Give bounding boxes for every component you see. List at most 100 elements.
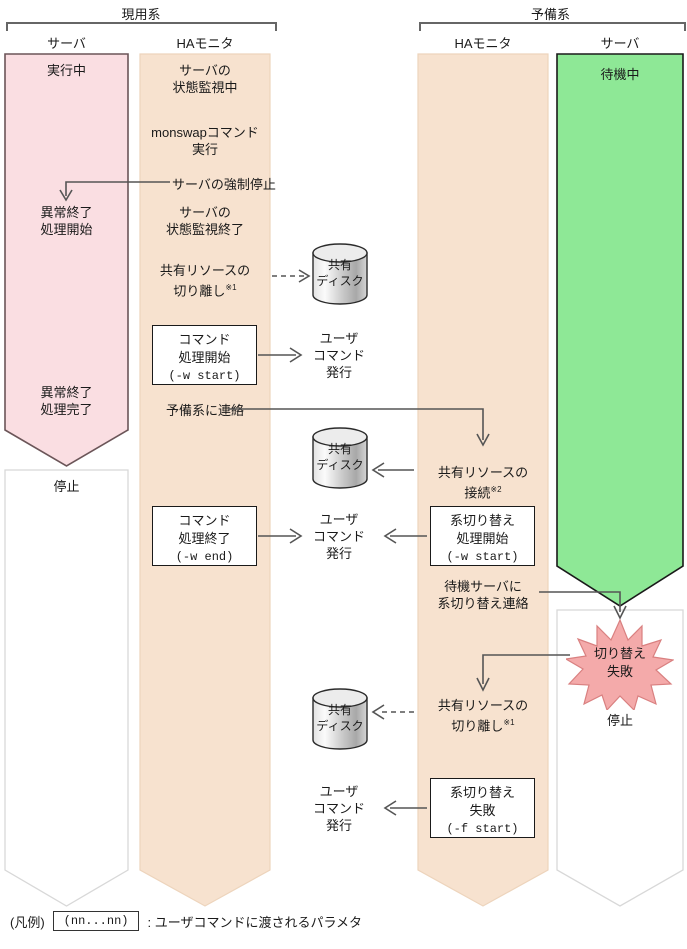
user-command-issue-3-line1: ユーザ bbox=[319, 784, 359, 799]
standby-server-stopped: 停止 bbox=[606, 713, 633, 728]
user-command-issue-3: ユーザ コマンド 発行 bbox=[284, 783, 394, 834]
active-hamonitor-cmd-end-box: コマンド 処理終了 (-w end) bbox=[152, 506, 257, 566]
active-hamonitor-detach-line1: 共有リソースの bbox=[159, 263, 251, 278]
standby-hamonitor-switch-fail-param: (-f start) bbox=[446, 822, 519, 836]
standby-hamonitor-attach-line1: 共有リソースの bbox=[437, 465, 529, 480]
active-server-abend-done-line2: 処理完了 bbox=[40, 402, 93, 417]
active-hamonitor-cmd-end-line1: コマンド bbox=[178, 513, 231, 528]
active-hamonitor-monitoring-line1: サーバの bbox=[179, 63, 231, 78]
active-hamonitor-monitoring-line2: 状態監視中 bbox=[172, 80, 238, 95]
standby-server-band bbox=[556, 53, 684, 607]
star-burst-icon bbox=[564, 618, 675, 712]
arrow-notify-standby-server-head bbox=[613, 605, 627, 620]
standby-hamonitor-switch-fail-box: 系切り替え 失敗 (-f start) bbox=[430, 778, 535, 838]
standby-hamonitor-switch-start-box: 系切り替え 処理開始 (-w start) bbox=[430, 506, 535, 566]
user-command-issue-1-line1: ユーザ bbox=[319, 331, 359, 346]
active-hamonitor-monitor-end-line1: サーバの bbox=[179, 205, 231, 220]
active-hamonitor-monswap-line2: 実行 bbox=[191, 142, 218, 157]
active-hamonitor-cmd-start-line2: 処理開始 bbox=[178, 350, 231, 365]
arrow-force-stop bbox=[65, 181, 170, 196]
shared-disk-3: 共有 ディスク bbox=[311, 688, 369, 750]
lane-label-active-server: サーバ bbox=[47, 36, 86, 51]
legend: (凡例) (nn...nn) : ユーザコマンドに渡されるパラメタ bbox=[10, 911, 362, 931]
group-bracket-standby bbox=[419, 22, 686, 31]
standby-hamonitor-attach-line2: 接続※2 bbox=[418, 481, 548, 501]
active-hamonitor-cmd-end-param: (-w end) bbox=[175, 550, 234, 564]
shared-disk-3-label: 共有 ディスク bbox=[311, 702, 369, 734]
arrow-switch-failure-feedback-head bbox=[476, 677, 490, 692]
active-hamonitor-cmd-start-param: (-w start) bbox=[168, 369, 241, 383]
standby-hamonitor-notify-server-line1: 待機サーバに bbox=[444, 579, 522, 594]
active-server-running: 実行中 bbox=[46, 63, 86, 78]
shared-disk-2: 共有 ディスク bbox=[311, 427, 369, 489]
shared-disk-2-line2: ディスク bbox=[316, 458, 364, 472]
switch-failure-star-text: 切り替え 失敗 bbox=[566, 645, 674, 681]
standby-hamonitor-switch-fail-line2: 失敗 bbox=[469, 803, 496, 818]
arrow-detach-active-head bbox=[298, 269, 311, 283]
active-hamonitor-cmd-end-line2: 処理終了 bbox=[178, 531, 231, 546]
lane-label-active-hamonitor: HAモニタ bbox=[176, 36, 234, 51]
arrow-detach-standby-head bbox=[371, 704, 385, 720]
active-hamonitor-force-stop: サーバの強制停止 bbox=[172, 177, 276, 192]
standby-hamonitor-switch-fail-line1: 系切り替え bbox=[449, 785, 515, 800]
switch-failure-line2: 失敗 bbox=[606, 664, 633, 679]
active-hamonitor-monswap-line1: monswapコマンド bbox=[151, 125, 259, 140]
switch-failure-line1: 切り替え bbox=[593, 646, 646, 661]
active-server-abend-start-line2: 処理開始 bbox=[40, 222, 93, 237]
shared-disk-1-line2: ディスク bbox=[316, 274, 364, 288]
shared-disk-2-line1: 共有 bbox=[327, 442, 352, 456]
group-label-standby: 予備系 bbox=[530, 7, 570, 22]
standby-hamonitor-detach-line2: 切り離し※1 bbox=[418, 714, 548, 734]
user-command-issue-1-line3: 発行 bbox=[325, 365, 352, 380]
shared-disk-icon-1 bbox=[312, 243, 368, 305]
standby-hamonitor-attach-label: 接続 bbox=[464, 485, 491, 501]
active-server-stopped: 停止 bbox=[53, 479, 80, 494]
standby-hamonitor-detach-label: 切り離し bbox=[451, 718, 504, 734]
user-command-issue-1-line2: コマンド bbox=[312, 348, 365, 363]
standby-hamonitor-switch-start-param: (-w start) bbox=[446, 550, 519, 564]
user-command-issue-2-line3: 発行 bbox=[325, 546, 352, 561]
arrow-notify-standby-head bbox=[476, 433, 490, 447]
legend-description: : ユーザコマンドに渡されるパラメタ bbox=[147, 914, 363, 930]
active-hamonitor-detach-label: 切り離し bbox=[173, 283, 226, 299]
active-hamonitor-monitor-end-line2: 状態監視終了 bbox=[165, 222, 244, 237]
user-command-issue-3-line2: コマンド bbox=[312, 801, 365, 816]
user-command-issue-2-line1: ユーザ bbox=[319, 512, 359, 527]
shared-disk-1: 共有 ディスク bbox=[311, 243, 369, 305]
legend-prefix: (凡例) bbox=[10, 914, 45, 930]
switch-failure-star: 切り替え 失敗 bbox=[564, 618, 675, 712]
shared-disk-icon-3 bbox=[312, 688, 368, 750]
standby-hamonitor-switch-start-line1: 系切り替え bbox=[449, 513, 515, 528]
active-hamonitor-cmd-start-line1: コマンド bbox=[178, 332, 231, 347]
standby-hamonitor-detach-line1: 共有リソースの bbox=[437, 698, 529, 713]
standby-hamonitor-detach-note: ※1 bbox=[503, 718, 515, 727]
standby-hamonitor-attach-note: ※2 bbox=[490, 485, 502, 494]
arrow-force-stop-head bbox=[59, 189, 73, 202]
active-server-stopped-band bbox=[4, 469, 129, 907]
active-hamonitor-cmd-start-box: コマンド 処理開始 (-w start) bbox=[152, 325, 257, 385]
lane-label-standby-hamonitor: HAモニタ bbox=[454, 36, 512, 51]
standby-hamonitor-notify-server-line2: 系切り替え連絡 bbox=[437, 596, 529, 611]
arrow-attach-standby-head bbox=[371, 462, 385, 478]
group-label-active: 現用系 bbox=[121, 7, 161, 22]
shared-disk-1-line1: 共有 bbox=[327, 258, 352, 272]
user-command-issue-2-line2: コマンド bbox=[312, 529, 365, 544]
user-command-issue-1: ユーザ コマンド 発行 bbox=[284, 330, 394, 381]
lane-label-standby-server: サーバ bbox=[600, 36, 640, 51]
shared-disk-1-label: 共有 ディスク bbox=[311, 257, 369, 289]
shared-disk-3-line2: ディスク bbox=[316, 719, 364, 733]
standby-hamonitor-switch-start-line2: 処理開始 bbox=[456, 531, 509, 546]
shared-disk-3-line1: 共有 bbox=[327, 703, 352, 717]
active-hamonitor-notify-standby: 予備系に連絡 bbox=[165, 403, 244, 418]
arrow-switch-failure-feedback bbox=[482, 654, 570, 684]
user-command-issue-2: ユーザ コマンド 発行 bbox=[284, 511, 394, 562]
user-command-issue-3-line3: 発行 bbox=[325, 818, 352, 833]
active-hamonitor-detach-line2: 切り離し※1 bbox=[140, 279, 270, 299]
active-server-abend-start-line1: 異常終了 bbox=[40, 205, 93, 220]
active-hamonitor-detach-note: ※1 bbox=[225, 283, 237, 292]
active-server-abend-done-line1: 異常終了 bbox=[40, 385, 93, 400]
group-bracket-active bbox=[6, 22, 277, 31]
shared-disk-2-label: 共有 ディスク bbox=[311, 441, 369, 473]
legend-sample-box: (nn...nn) bbox=[52, 911, 140, 931]
